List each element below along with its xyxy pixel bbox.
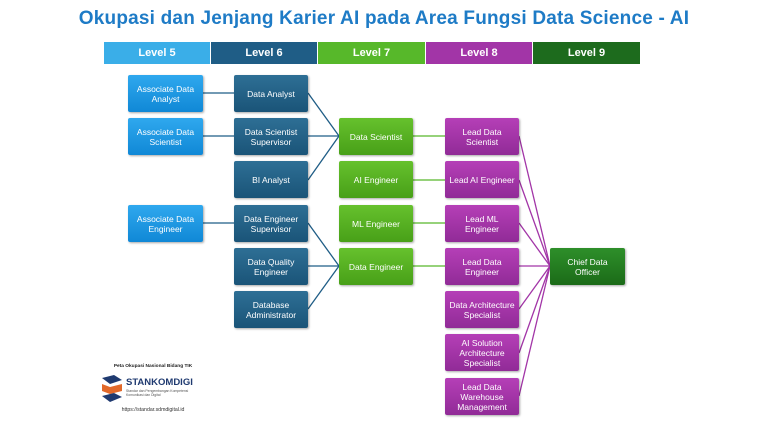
- node-data-engineer-supervisor: Data Engineer Supervisor: [234, 205, 308, 242]
- node-lead-data-engineer: Lead Data Engineer: [445, 248, 519, 285]
- level-5-header: Level 5: [104, 42, 210, 64]
- node-data-engineer: Data Engineer: [339, 248, 413, 285]
- node-data-scientist-supervisor: Data Scientist Supervisor: [234, 118, 308, 155]
- page-title: Okupasi dan Jenjang Karier AI pada Area …: [78, 8, 690, 29]
- node-ai-engineer: AI Engineer: [339, 161, 413, 198]
- node-associate-data-scientist: Associate Data Scientist: [128, 118, 203, 155]
- node-data-quality-engineer: Data Quality Engineer: [234, 248, 308, 285]
- node-data-scientist: Data Scientist: [339, 118, 413, 155]
- node-lead-ml-engineer: Lead ML Engineer: [445, 205, 519, 242]
- node-data-architecture-specialist: Data Architecture Specialist: [445, 291, 519, 328]
- node-associate-data-engineer: Associate Data Engineer: [128, 205, 203, 242]
- node-ml-engineer: ML Engineer: [339, 205, 413, 242]
- footer-url: https://standar.sdmdigital.id: [121, 407, 185, 413]
- node-bi-analyst: BI Analyst: [234, 161, 308, 198]
- level-8-header: Level 8: [426, 42, 532, 64]
- node-lead-data-warehouse-management: Lead Data Warehouse Management: [445, 378, 519, 415]
- level-7-header: Level 7: [318, 42, 425, 64]
- footer-logo-block: Peta Okupasi Nasional Bidang TIK STANKOM…: [98, 364, 208, 420]
- footer-logo-tagline: Standar dan Pengembangan Kompetensi Komu…: [126, 389, 189, 397]
- node-ai-solution-architecture-specialist: AI Solution Architecture Specialist: [445, 334, 519, 371]
- footer-logo-name: STANKOMDIGI: [126, 377, 193, 388]
- level-6-header: Level 6: [211, 42, 317, 64]
- node-lead-ai-engineer: Lead AI Engineer: [445, 161, 519, 198]
- stankomdigi-logo-icon: [102, 375, 122, 402]
- level-9-header: Level 9: [533, 42, 640, 64]
- node-chief-data-officer: Chief Data Officer: [550, 248, 625, 285]
- node-database-administrator: Database Administrator: [234, 291, 308, 328]
- node-associate-data-analyst: Associate Data Analyst: [128, 75, 203, 112]
- node-lead-data-scientist: Lead Data Scientist: [445, 118, 519, 155]
- node-data-analyst: Data Analyst: [234, 75, 308, 112]
- footer-caption: Peta Okupasi Nasional Bidang TIK: [113, 364, 193, 369]
